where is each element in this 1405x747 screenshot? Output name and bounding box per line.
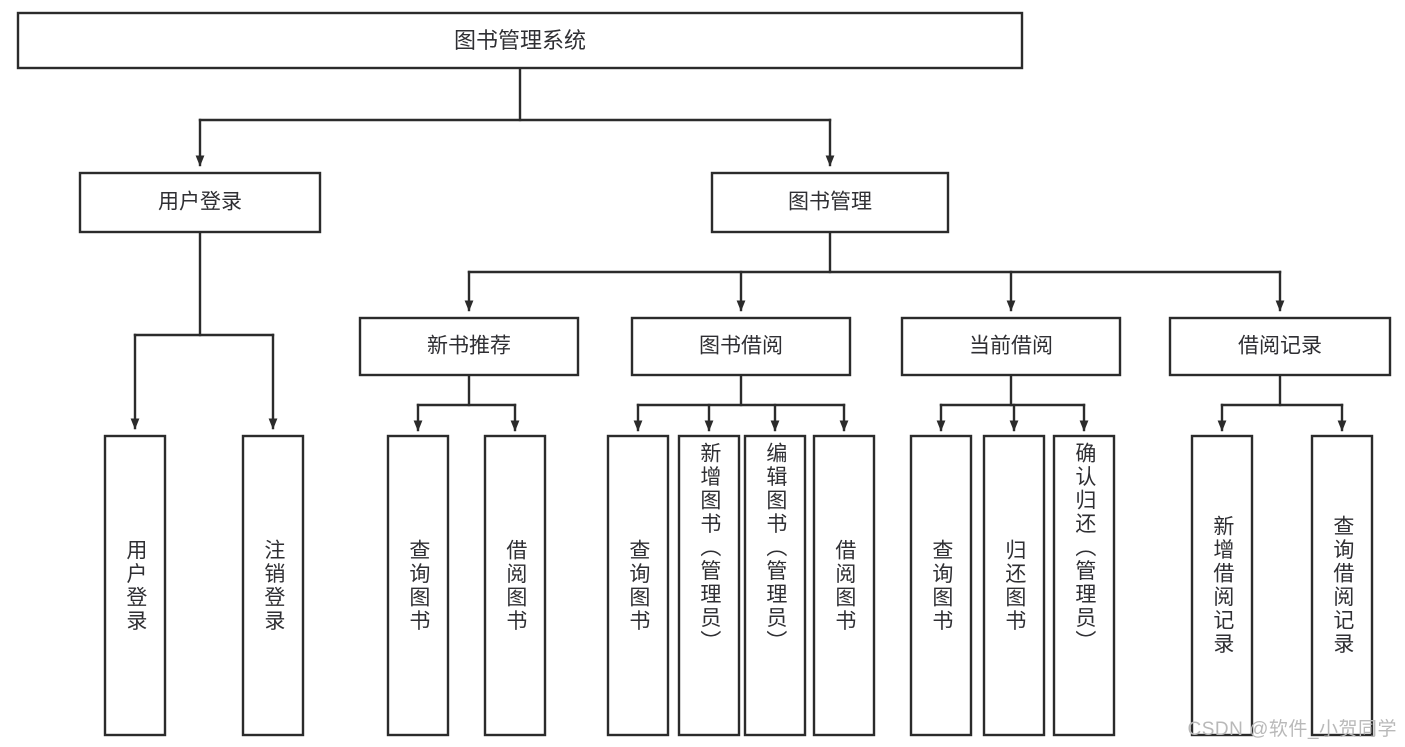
node-leaf-confirm-return-admin-rect[interactable] xyxy=(1052,434,1116,737)
node-root-label: 图书管理系统 xyxy=(454,28,586,53)
node-new-book-recommend[interactable]: 新书推荐 xyxy=(358,316,580,377)
node-leaf-borrow-book-rec-rect[interactable] xyxy=(483,434,547,737)
node-new-book-recommend-label: 新书推荐 xyxy=(427,335,511,358)
node-current-borrow-label: 当前借阅 xyxy=(969,335,1053,358)
node-leaf-add-borrow-record-rect[interactable] xyxy=(1190,434,1254,737)
node-borrow-record[interactable]: 借阅记录 xyxy=(1168,316,1392,377)
node-current-borrow-rect[interactable] xyxy=(900,316,1122,377)
node-leaf-return-book-rect[interactable] xyxy=(982,434,1046,737)
node-user-login-label: 用户登录 xyxy=(158,191,242,214)
node-leaf-borrow-book-rect[interactable] xyxy=(812,434,876,737)
node-book-manage-rect[interactable] xyxy=(710,171,950,234)
node-leaf-logout-rect[interactable] xyxy=(241,434,305,737)
node-book-borrow[interactable]: 图书借阅 xyxy=(630,316,852,377)
node-user-login-rect[interactable] xyxy=(78,171,322,234)
node-leaf-query-book-rec-rect[interactable] xyxy=(386,434,450,737)
node-borrow-record-rect[interactable] xyxy=(1168,316,1392,377)
node-book-manage[interactable]: 图书管理 xyxy=(710,171,950,234)
node-new-book-recommend-rect[interactable] xyxy=(358,316,580,377)
connector-layer xyxy=(130,66,1347,432)
node-user-login[interactable]: 用户登录 xyxy=(78,171,322,234)
node-leaf-add-book-admin-rect[interactable] xyxy=(677,434,741,737)
node-book-borrow-rect[interactable] xyxy=(630,316,852,377)
node-leaf-edit-book-admin-rect[interactable] xyxy=(743,434,807,737)
node-book-borrow-label: 图书借阅 xyxy=(699,335,783,358)
node-leaf-query-borrow-record-rect[interactable] xyxy=(1310,434,1374,737)
csdn-watermark: CSDN @软件_小贺同学 xyxy=(1187,719,1397,740)
node-leaf-query-book-borrow-rect[interactable] xyxy=(606,434,670,737)
node-layer: 图书管理系统 用户登录 图书管理 新书推荐 图书借阅 当前 xyxy=(16,11,1392,737)
node-leaf-user-login-rect[interactable] xyxy=(103,434,167,737)
node-current-borrow[interactable]: 当前借阅 xyxy=(900,316,1122,377)
node-root[interactable]: 图书管理系统 xyxy=(16,11,1024,70)
node-leaf-query-book-cur-rect[interactable] xyxy=(909,434,973,737)
node-borrow-record-label: 借阅记录 xyxy=(1238,335,1322,358)
node-book-manage-label: 图书管理 xyxy=(788,191,872,214)
node-root-rect[interactable] xyxy=(16,11,1024,70)
